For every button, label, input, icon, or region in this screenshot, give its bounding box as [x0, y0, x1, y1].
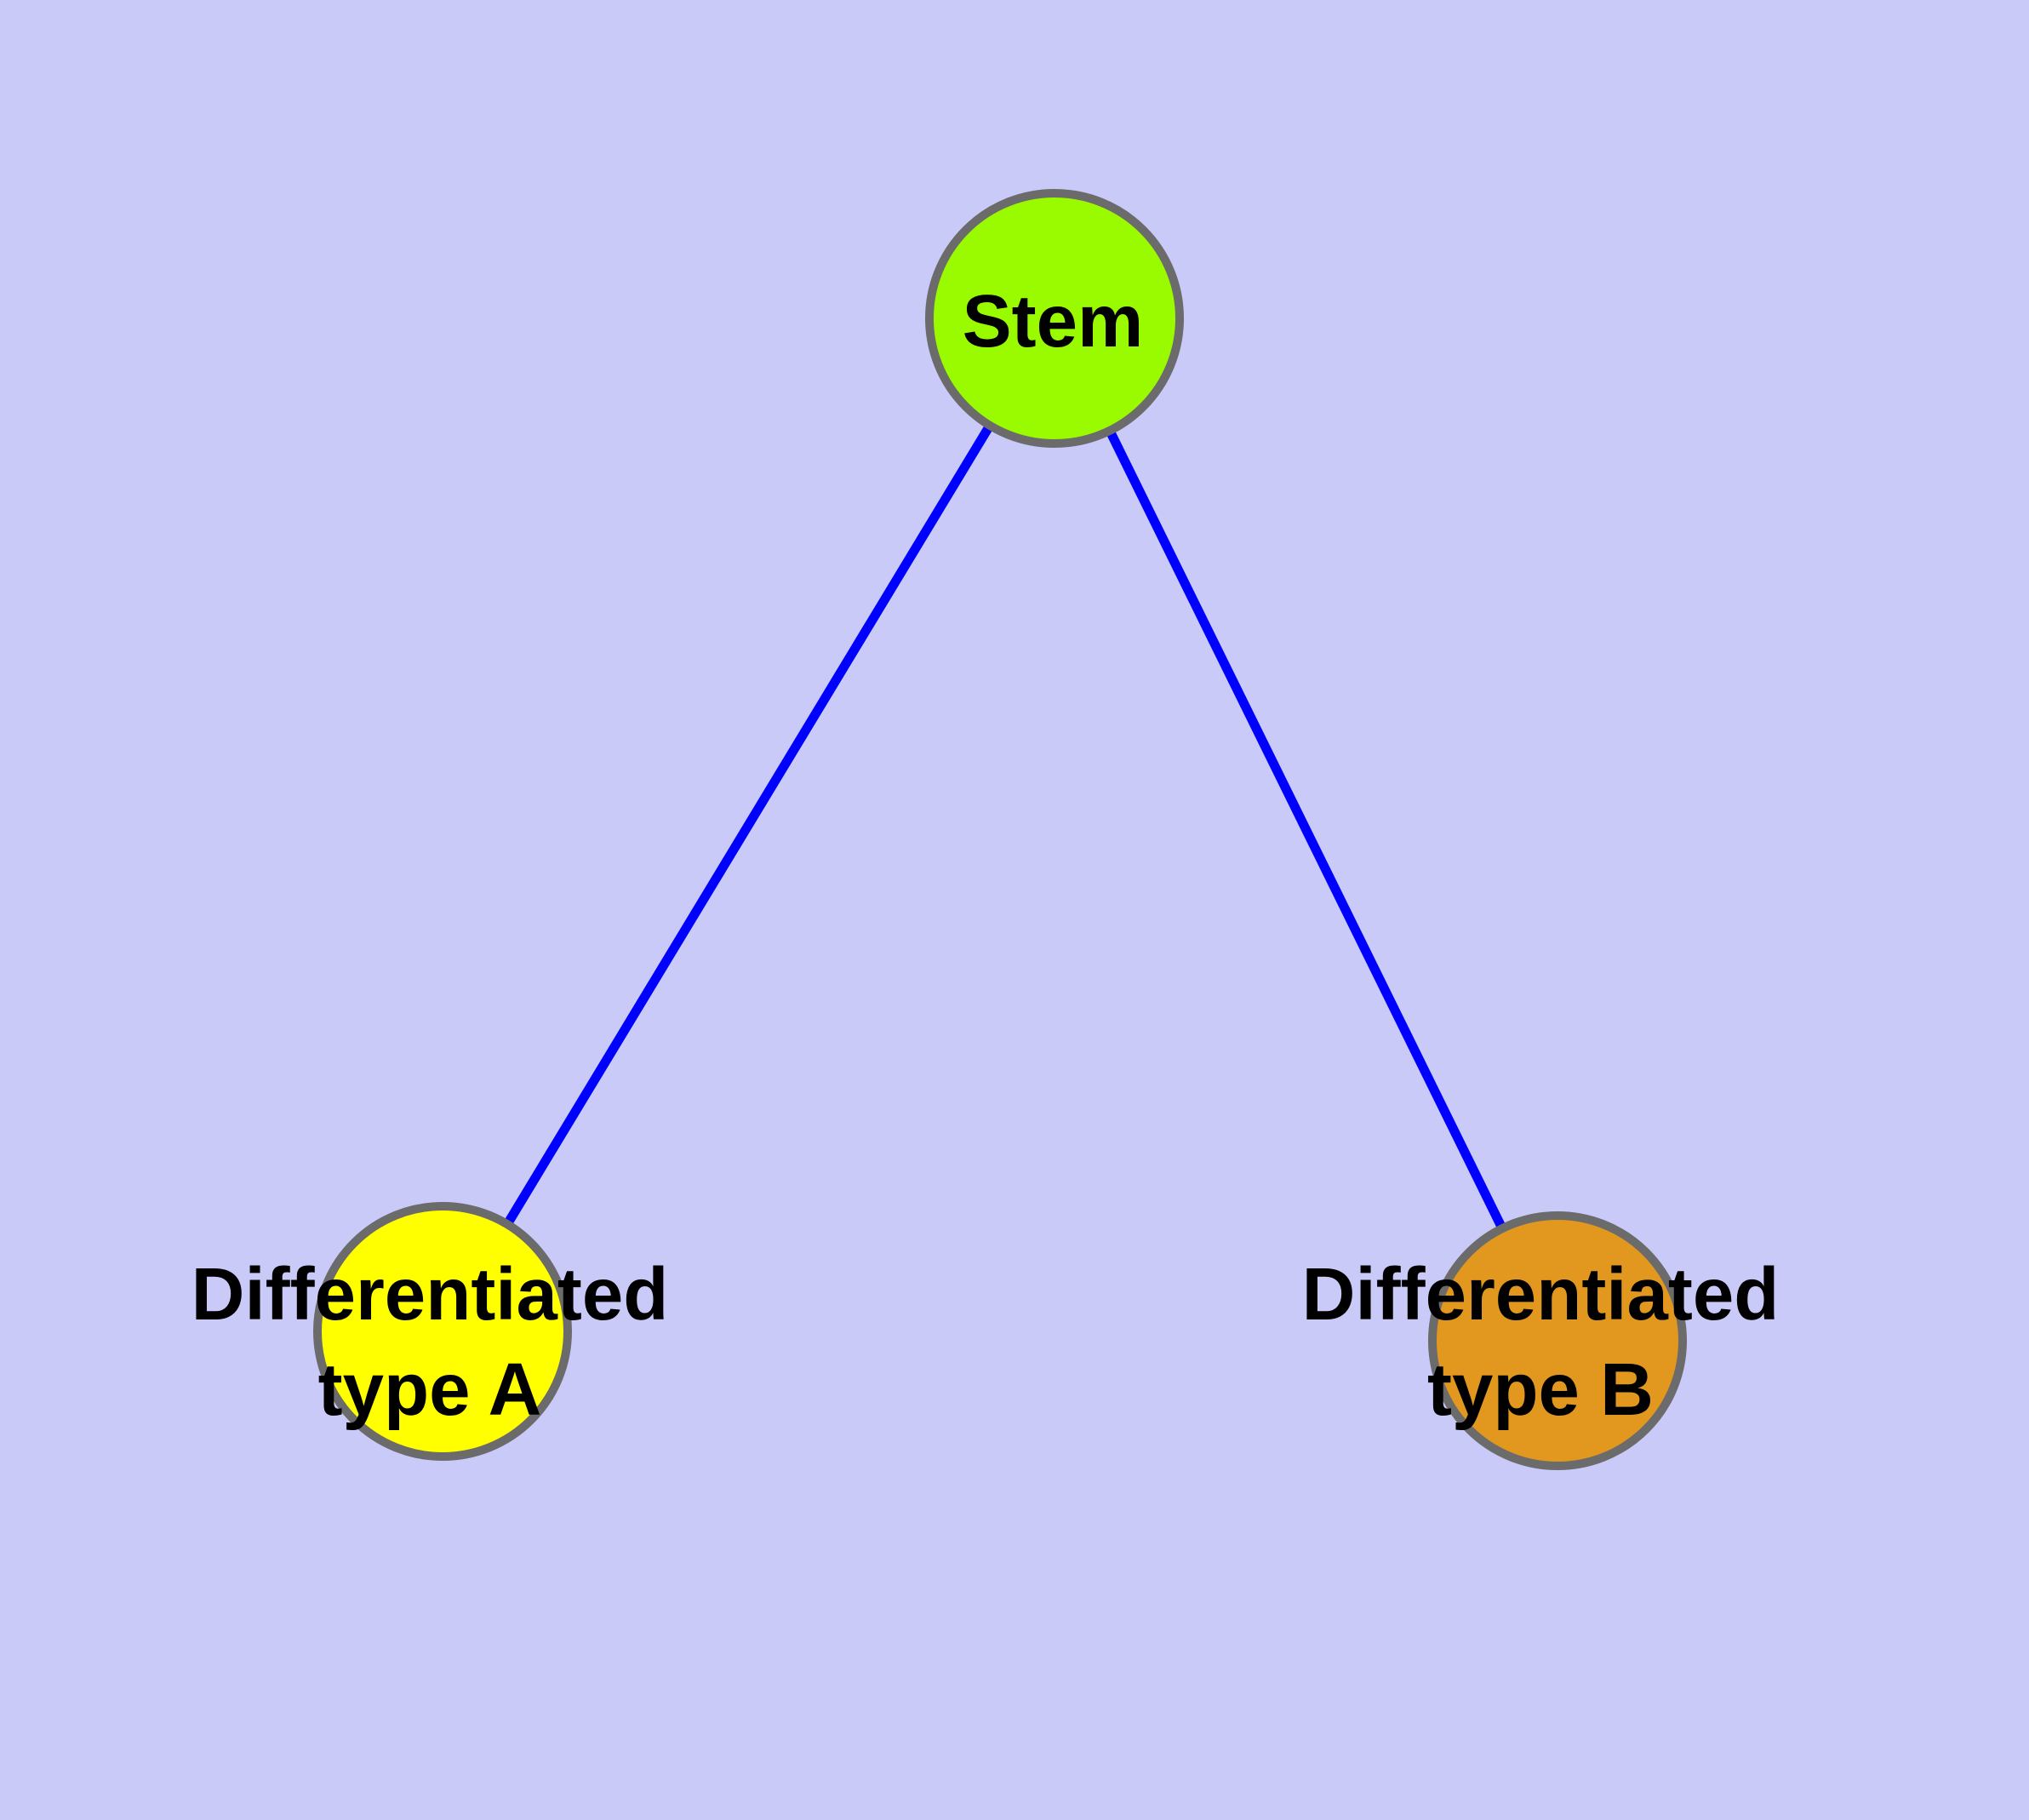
- node-differentiated-type-a-label-line1: Differentiated: [191, 1253, 669, 1336]
- node-stem-circle: [925, 189, 1184, 448]
- edge-stem-to-type-a: [438, 316, 1059, 1334]
- node-differentiated-type-a-label-line2: type A: [318, 1348, 542, 1431]
- node-differentiated-type-b-circle: [1428, 1211, 1687, 1470]
- node-stem-label: Stem: [963, 280, 1144, 363]
- node-differentiated-type-a-circle: [313, 1202, 572, 1461]
- node-differentiated-type-b-label-line2: type B: [1427, 1348, 1654, 1431]
- node-differentiated-type-b-label-line1: Differentiated: [1302, 1253, 1780, 1336]
- edge-stem-to-type-b: [1050, 316, 1562, 1343]
